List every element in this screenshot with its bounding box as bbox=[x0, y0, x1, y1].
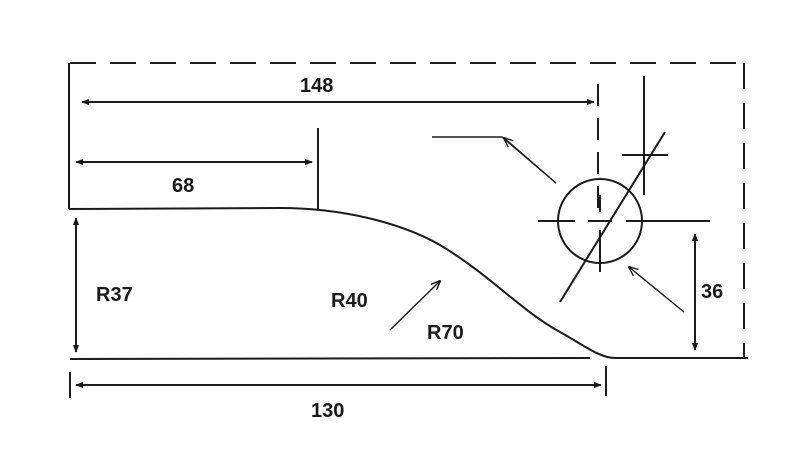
leader-line-to-circle bbox=[432, 136, 557, 184]
label-148: 148 bbox=[300, 75, 333, 97]
label-r40: R40 bbox=[331, 290, 368, 312]
part-bottom-line bbox=[69, 357, 591, 360]
part-profile-curve bbox=[68, 206, 748, 359]
label-130: 130 bbox=[311, 400, 344, 422]
label-68: 68 bbox=[172, 175, 194, 197]
label-36: 36 bbox=[701, 281, 723, 303]
leader-arrow-to-curve bbox=[389, 281, 440, 331]
label-r70: R70 bbox=[427, 322, 464, 344]
diagonal-reference-line bbox=[559, 131, 666, 303]
label-r37: R37 bbox=[96, 284, 133, 306]
leader-arrow-to-circle bbox=[504, 138, 557, 184]
leader-arrow-from-36 bbox=[629, 267, 685, 313]
